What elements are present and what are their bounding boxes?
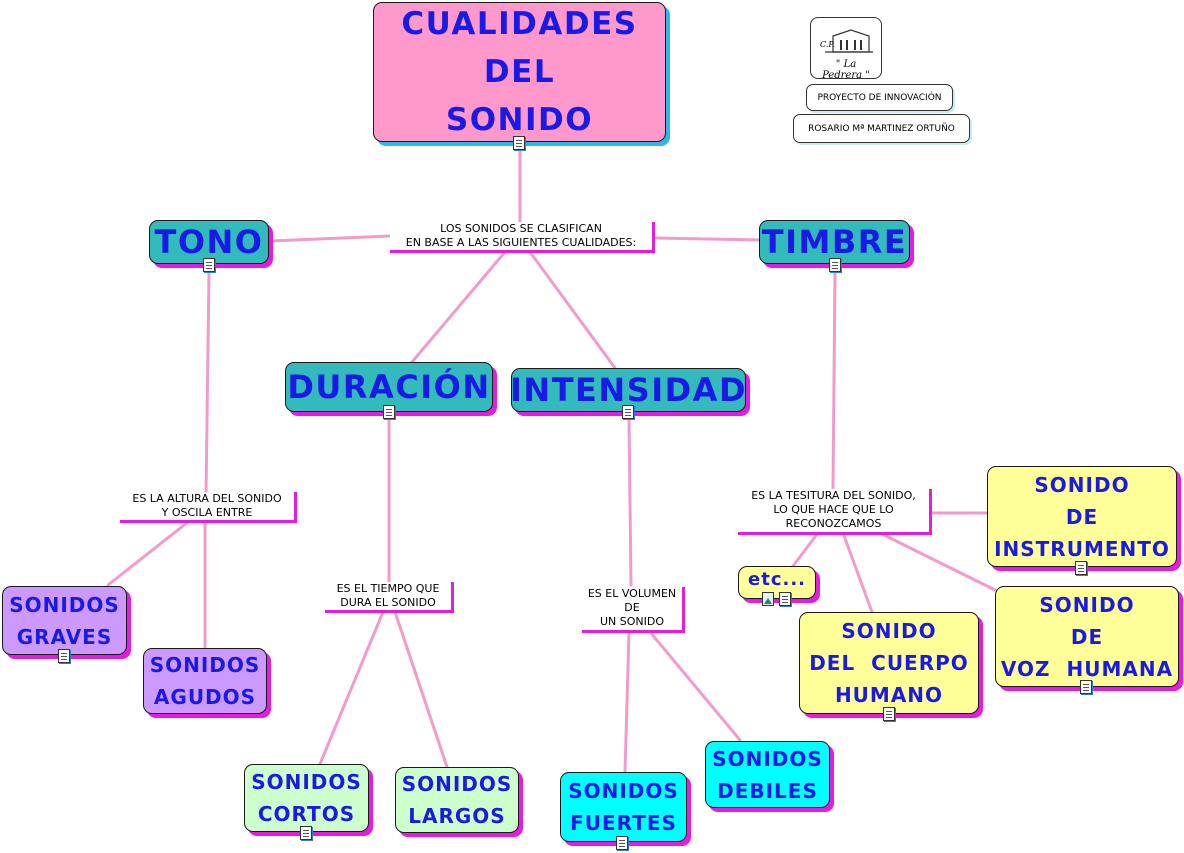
link-intensidad-label — [627, 416, 633, 587]
intensidad-label-line-2: DE — [624, 601, 640, 614]
link-duracion-cortos — [318, 610, 385, 766]
voz-document-icon[interactable] — [1080, 680, 1092, 694]
timbre-label: ES LA TESITURA DEL SONIDO, LO QUE HACE Q… — [738, 489, 932, 535]
project-box: PROYECTO DE INNOVACIÓN — [806, 84, 953, 111]
timbre-label-line-3: RECONOZCAMOS — [785, 517, 882, 530]
instrumento-line-3: INSTRUMENTO — [994, 536, 1170, 561]
cortos-node[interactable]: SONIDOS CORTOS — [244, 764, 369, 832]
etc-text: etc... — [748, 569, 806, 590]
cuerpo-line-1: SONIDO — [841, 619, 937, 643]
title-line-1: CUALIDADES — [401, 6, 638, 42]
center-label: LOS SONIDOS SE CLASIFICAN EN BASE A LAS … — [390, 222, 655, 253]
link-timbre-label — [831, 270, 837, 490]
agudos-line-1: SONIDOS — [149, 653, 261, 677]
fuertes-line-2: FUERTES — [570, 811, 677, 835]
fuertes-line-1: SONIDOS — [568, 779, 679, 803]
school-logo: C.P. " La Pedrera " — [810, 17, 882, 81]
debiles-node[interactable]: SONIDOS DEBILES — [705, 741, 830, 808]
fuertes-node[interactable]: SONIDOS FUERTES — [560, 772, 687, 842]
timbre-document-icon[interactable] — [829, 258, 841, 272]
school-building-icon — [825, 29, 873, 53]
link-center-duracion — [410, 250, 507, 364]
tono-label-line-1: ES LA ALTURA DEL SONIDO — [132, 492, 282, 505]
duracion-node[interactable]: DURACIÓN — [285, 362, 493, 412]
tono-label: ES LA ALTURA DEL SONIDO Y OSCILA ENTRE — [120, 492, 297, 523]
largos-node[interactable]: SONIDOS LARGOS — [395, 767, 519, 833]
link-timbre-voz — [878, 531, 997, 592]
link-intensidad-debiles — [648, 630, 742, 742]
duracion-document-icon[interactable] — [383, 405, 395, 419]
cortos-document-icon[interactable] — [300, 826, 312, 840]
instrumento-node[interactable]: SONIDO DE INSTRUMENTO — [987, 466, 1177, 567]
tono-label-line-2: Y OSCILA ENTRE — [161, 506, 253, 519]
timbre-label-line-1: ES LA TESITURA DEL SONIDO, — [751, 489, 916, 502]
agudos-line-2: AGUDOS — [153, 685, 257, 709]
graves-line-2: GRAVES — [16, 624, 113, 649]
etc-document-icon[interactable] — [779, 592, 791, 606]
link-timbre-etc — [791, 531, 820, 568]
largos-line-1: SONIDOS — [401, 772, 513, 796]
instrumento-document-icon[interactable] — [1075, 561, 1087, 575]
title-document-icon[interactable] — [513, 136, 525, 150]
link-intensidad-fuertes — [623, 630, 631, 774]
timbre-title: TIMBRE — [761, 223, 908, 261]
center-label-line-1: LOS SONIDOS SE CLASIFICAN — [440, 222, 602, 235]
graves-document-icon[interactable] — [58, 649, 70, 663]
intensidad-label-line-1: ES EL VOLUMEN — [587, 587, 677, 600]
voz-node[interactable]: SONIDO DE VOZ HUMANA — [995, 586, 1179, 687]
duracion-label-line-1: ES EL TIEMPO QUE — [336, 582, 440, 595]
link-tono-label — [204, 270, 211, 497]
link-timbre-cuerpo — [841, 531, 874, 614]
cortos-line-2: CORTOS — [257, 802, 356, 826]
etc-image-icon[interactable] — [762, 592, 774, 606]
link-duracion-largos — [393, 610, 449, 769]
title-line-3: SONIDO — [445, 102, 594, 138]
title-node[interactable]: CUALIDADES DEL SONIDO — [373, 2, 666, 142]
cortos-line-1: SONIDOS — [251, 770, 362, 794]
debiles-line-2: DEBILES — [717, 778, 818, 803]
tono-title: TONO — [154, 223, 264, 261]
title-line-2: DEL — [483, 54, 556, 90]
etc-node[interactable]: etc... — [738, 566, 816, 599]
duracion-title: DURACIÓN — [287, 368, 491, 406]
voz-line-1: SONIDO — [1039, 592, 1135, 617]
voz-line-2: DE — [1070, 624, 1104, 649]
instrumento-line-1: SONIDO — [1034, 472, 1130, 497]
voz-line-3: VOZ HUMANA — [1000, 656, 1174, 681]
timbre-label-line-2: LO QUE HACE QUE LO — [773, 503, 894, 516]
instrumento-line-2: DE — [1065, 504, 1099, 529]
agudos-node[interactable]: SONIDOS AGUDOS — [143, 648, 267, 714]
debiles-line-1: SONIDOS — [712, 746, 823, 771]
link-center-tono — [268, 234, 392, 243]
graves-node[interactable]: SONIDOS GRAVES — [2, 586, 127, 655]
cuerpo-document-icon[interactable] — [883, 707, 895, 721]
intensidad-title: INTENSIDAD — [510, 371, 747, 409]
author-box: ROSARIO Mª MARTINEZ ORTUÑO — [793, 114, 970, 143]
intensidad-label-line-3: UN SONIDO — [599, 615, 665, 628]
link-tono-graves — [106, 520, 190, 587]
cuerpo-line-3: HUMANO — [834, 683, 944, 707]
cuerpo-node[interactable]: SONIDO DEL CUERPO HUMANO — [799, 612, 979, 714]
center-label-line-2: EN BASE A LAS SIGUIENTES CUALIDADES: — [405, 236, 637, 249]
intensidad-label: ES EL VOLUMEN DE UN SONIDO — [582, 587, 685, 633]
link-center-timbre — [653, 236, 762, 242]
tono-node[interactable]: TONO — [149, 220, 269, 264]
cuerpo-line-2: DEL CUERPO — [809, 651, 969, 675]
timbre-node[interactable]: TIMBRE — [759, 220, 910, 264]
fuertes-document-icon[interactable] — [616, 836, 628, 850]
duracion-label-line-2: DURA EL SONIDO — [340, 596, 436, 609]
tono-document-icon[interactable] — [203, 258, 215, 272]
graves-line-1: SONIDOS — [9, 592, 120, 617]
duracion-label: ES EL TIEMPO QUE DURA EL SONIDO — [325, 582, 454, 613]
largos-line-2: LARGOS — [408, 804, 506, 828]
logo-name-text: " La Pedrera " — [822, 59, 870, 81]
logo-cp-text: C.P. — [820, 40, 835, 49]
intensidad-document-icon[interactable] — [622, 405, 634, 419]
link-center-intensidad — [528, 250, 617, 370]
